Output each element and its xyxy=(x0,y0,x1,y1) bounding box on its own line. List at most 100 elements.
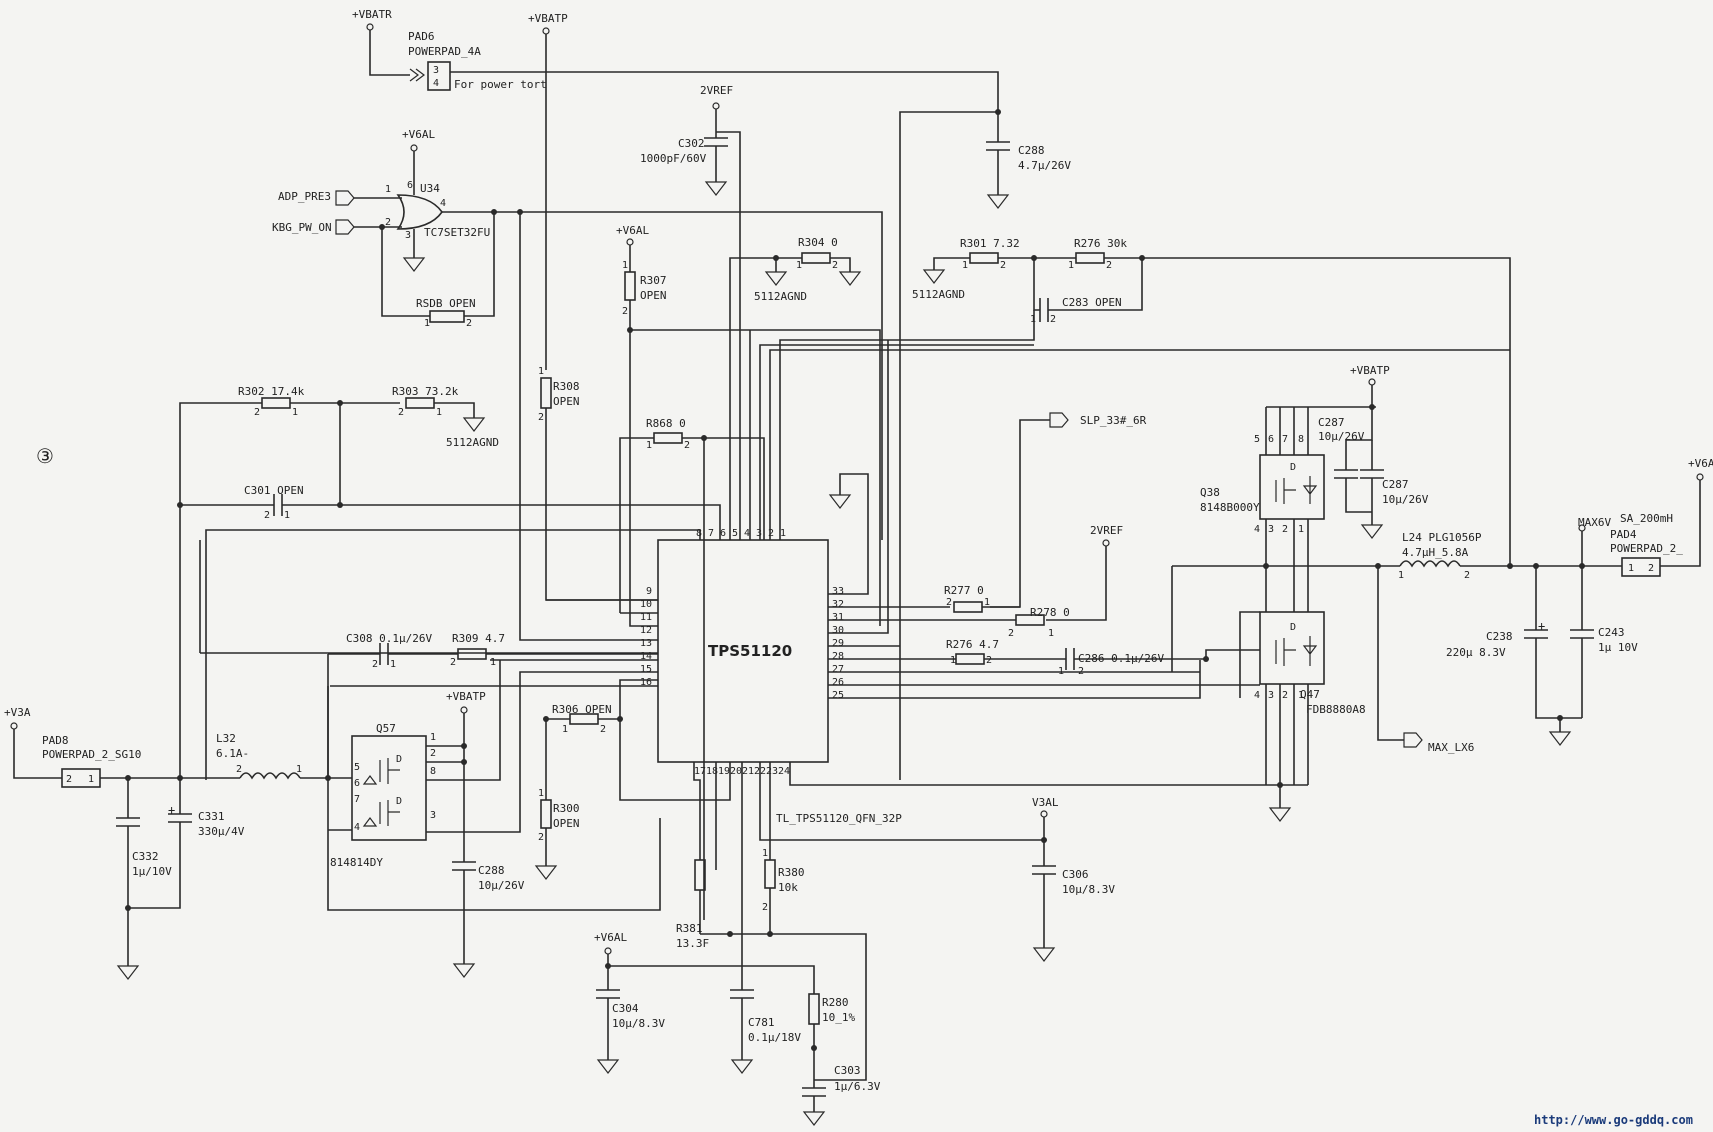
c288-top-val: 4.7µ/26V xyxy=(1018,159,1071,172)
svg-text:1: 1 xyxy=(284,510,290,521)
svg-text:19: 19 xyxy=(718,766,730,777)
c288-top: C288 4.7µ/26V xyxy=(899,109,1071,780)
pad8-group: +V3A 2 1 PAD8 POWERPAD_2_SG10 C332 1µ/10… xyxy=(4,706,245,980)
svg-text:4: 4 xyxy=(354,822,360,833)
u34-or-gate xyxy=(396,194,443,230)
r276b-label: R276 4.7 xyxy=(946,638,999,651)
svg-text:1: 1 xyxy=(390,659,396,670)
svg-text:2: 2 xyxy=(1282,524,1288,535)
svg-text:30: 30 xyxy=(832,625,844,636)
r301-r276-group: 5112AGND R301 7.32 1 2 R276 30k 1 2 C283… xyxy=(779,237,1511,566)
c288-top-ref: C288 xyxy=(1018,144,1045,157)
rail-vbatp-top: +VBATP xyxy=(528,12,568,25)
svg-text:2: 2 xyxy=(430,748,436,759)
svg-text:13: 13 xyxy=(640,638,652,649)
r307-val: OPEN xyxy=(640,289,667,302)
r276b-c286: R276 4.7 1 2 C286 0.1µ/26V 1 2 xyxy=(946,638,1209,677)
max-lx6-label: MAX_LX6 xyxy=(1428,741,1474,754)
svg-text:2: 2 xyxy=(264,510,270,521)
r277: R277 0 2 1 xyxy=(944,584,1020,613)
c331-ref: C331 xyxy=(198,810,225,823)
svg-text:1: 1 xyxy=(1058,666,1064,677)
r280-val: 10_1% xyxy=(822,1011,855,1024)
svg-text:20: 20 xyxy=(730,766,742,777)
r306-label: R306 OPEN xyxy=(552,703,612,716)
svg-text:6: 6 xyxy=(1268,434,1274,445)
r308-val: OPEN xyxy=(553,395,580,408)
rail-v6al-r307: +V6AL xyxy=(616,224,649,237)
c283-label: C283 OPEN xyxy=(1062,296,1122,309)
pad4-ref: PAD4 xyxy=(1610,528,1637,541)
u34-in2-label: KBG_PW_ON xyxy=(272,221,332,234)
svg-text:1: 1 xyxy=(292,407,298,418)
q57-part: 814814DY xyxy=(330,856,383,869)
svg-text:1: 1 xyxy=(780,528,786,539)
margin-mark: ③ xyxy=(36,444,54,468)
svg-text:2: 2 xyxy=(1050,314,1056,325)
svg-text:1: 1 xyxy=(950,655,956,666)
c288-bot-ref: C288 xyxy=(478,864,505,877)
r300-val: OPEN xyxy=(553,817,580,830)
l32-group: L32 6.1A- 2 1 xyxy=(216,654,352,781)
svg-text:1: 1 xyxy=(538,788,544,799)
svg-text:7: 7 xyxy=(1282,434,1288,445)
r309-label: R309 4.7 xyxy=(452,632,505,645)
svg-text:9: 9 xyxy=(646,586,652,597)
c308-r309: C308 0.1µ/26V 2 1 R309 4.7 2 1 xyxy=(327,632,661,911)
r302-label: R302 17.4k xyxy=(238,385,305,398)
svg-text:5: 5 xyxy=(732,528,738,539)
c303-val: 1µ/6.3V xyxy=(834,1080,881,1093)
q47-ref: Q47 xyxy=(1300,688,1320,701)
pad6-group: +VBATR 3 4 PAD6 POWERPAD_4A For power to… xyxy=(352,8,999,112)
r304: R304 0 1 2 5112AGND xyxy=(729,236,862,540)
c243-ref: C243 xyxy=(1598,626,1625,639)
svg-text:14: 14 xyxy=(640,651,652,662)
ic-name: TPS51120 xyxy=(708,642,792,660)
q47-body xyxy=(1259,611,1325,685)
svg-text:5: 5 xyxy=(1254,434,1260,445)
l32-ref: L32 xyxy=(216,732,236,745)
r308-ref: R308 xyxy=(553,380,580,393)
svg-text:2: 2 xyxy=(1282,690,1288,701)
svg-text:23: 23 xyxy=(766,766,778,777)
c304-val: 10µ/8.3V xyxy=(612,1017,665,1030)
svg-text:7: 7 xyxy=(708,528,714,539)
rail-vbatr: +VBATR xyxy=(352,8,392,21)
r308: R308 OPEN 1 2 xyxy=(538,366,658,601)
vbatp-top-rail: +VBATP xyxy=(528,12,568,370)
r304-label: R304 0 xyxy=(798,236,838,249)
pad6-note: For power tort xyxy=(454,78,547,91)
svg-text:1: 1 xyxy=(1298,690,1304,701)
c238-ref: C238 xyxy=(1486,630,1513,643)
svg-text:2: 2 xyxy=(622,306,628,317)
svg-text:1: 1 xyxy=(562,724,568,735)
rail-v6a: +V6A xyxy=(1688,457,1713,470)
svg-text:5: 5 xyxy=(354,762,360,773)
q47-part: FDB8880A8 xyxy=(1306,703,1366,716)
c287b-val: 10µ/26V xyxy=(1382,493,1429,506)
svg-text:16: 16 xyxy=(640,677,652,688)
c302-group: 2VREF C302 1000pF/60V xyxy=(640,84,741,540)
ic-footprint: TL_TPS51120_QFN_32P xyxy=(776,812,902,825)
c238-val: 220µ 8.3V xyxy=(1446,646,1506,659)
c306-ref: C306 xyxy=(1062,868,1089,881)
kbg-pw-on-port xyxy=(335,219,355,235)
svg-text:2: 2 xyxy=(450,657,456,668)
pad6-ref: PAD6 xyxy=(408,30,435,43)
svg-text:29: 29 xyxy=(832,638,844,649)
c303-ref: C303 xyxy=(834,1064,861,1077)
r307: +V6AL R307 OPEN 1 2 xyxy=(616,224,881,627)
r280-ref: R280 xyxy=(822,996,849,1009)
svg-text:3: 3 xyxy=(756,528,762,539)
pad4-rating: SA_200mH xyxy=(1620,512,1673,525)
svg-text:3: 3 xyxy=(430,810,436,821)
svg-text:1: 1 xyxy=(646,440,652,451)
watermark-url: http://www.go-gddq.com xyxy=(1534,1113,1693,1127)
svg-text:2: 2 xyxy=(1008,628,1014,639)
c288-bot-val: 10µ/26V xyxy=(478,879,525,892)
agnd1: 5112AGND xyxy=(446,436,499,449)
svg-text:2: 2 xyxy=(1464,570,1470,581)
r277-label: R277 0 xyxy=(944,584,984,597)
